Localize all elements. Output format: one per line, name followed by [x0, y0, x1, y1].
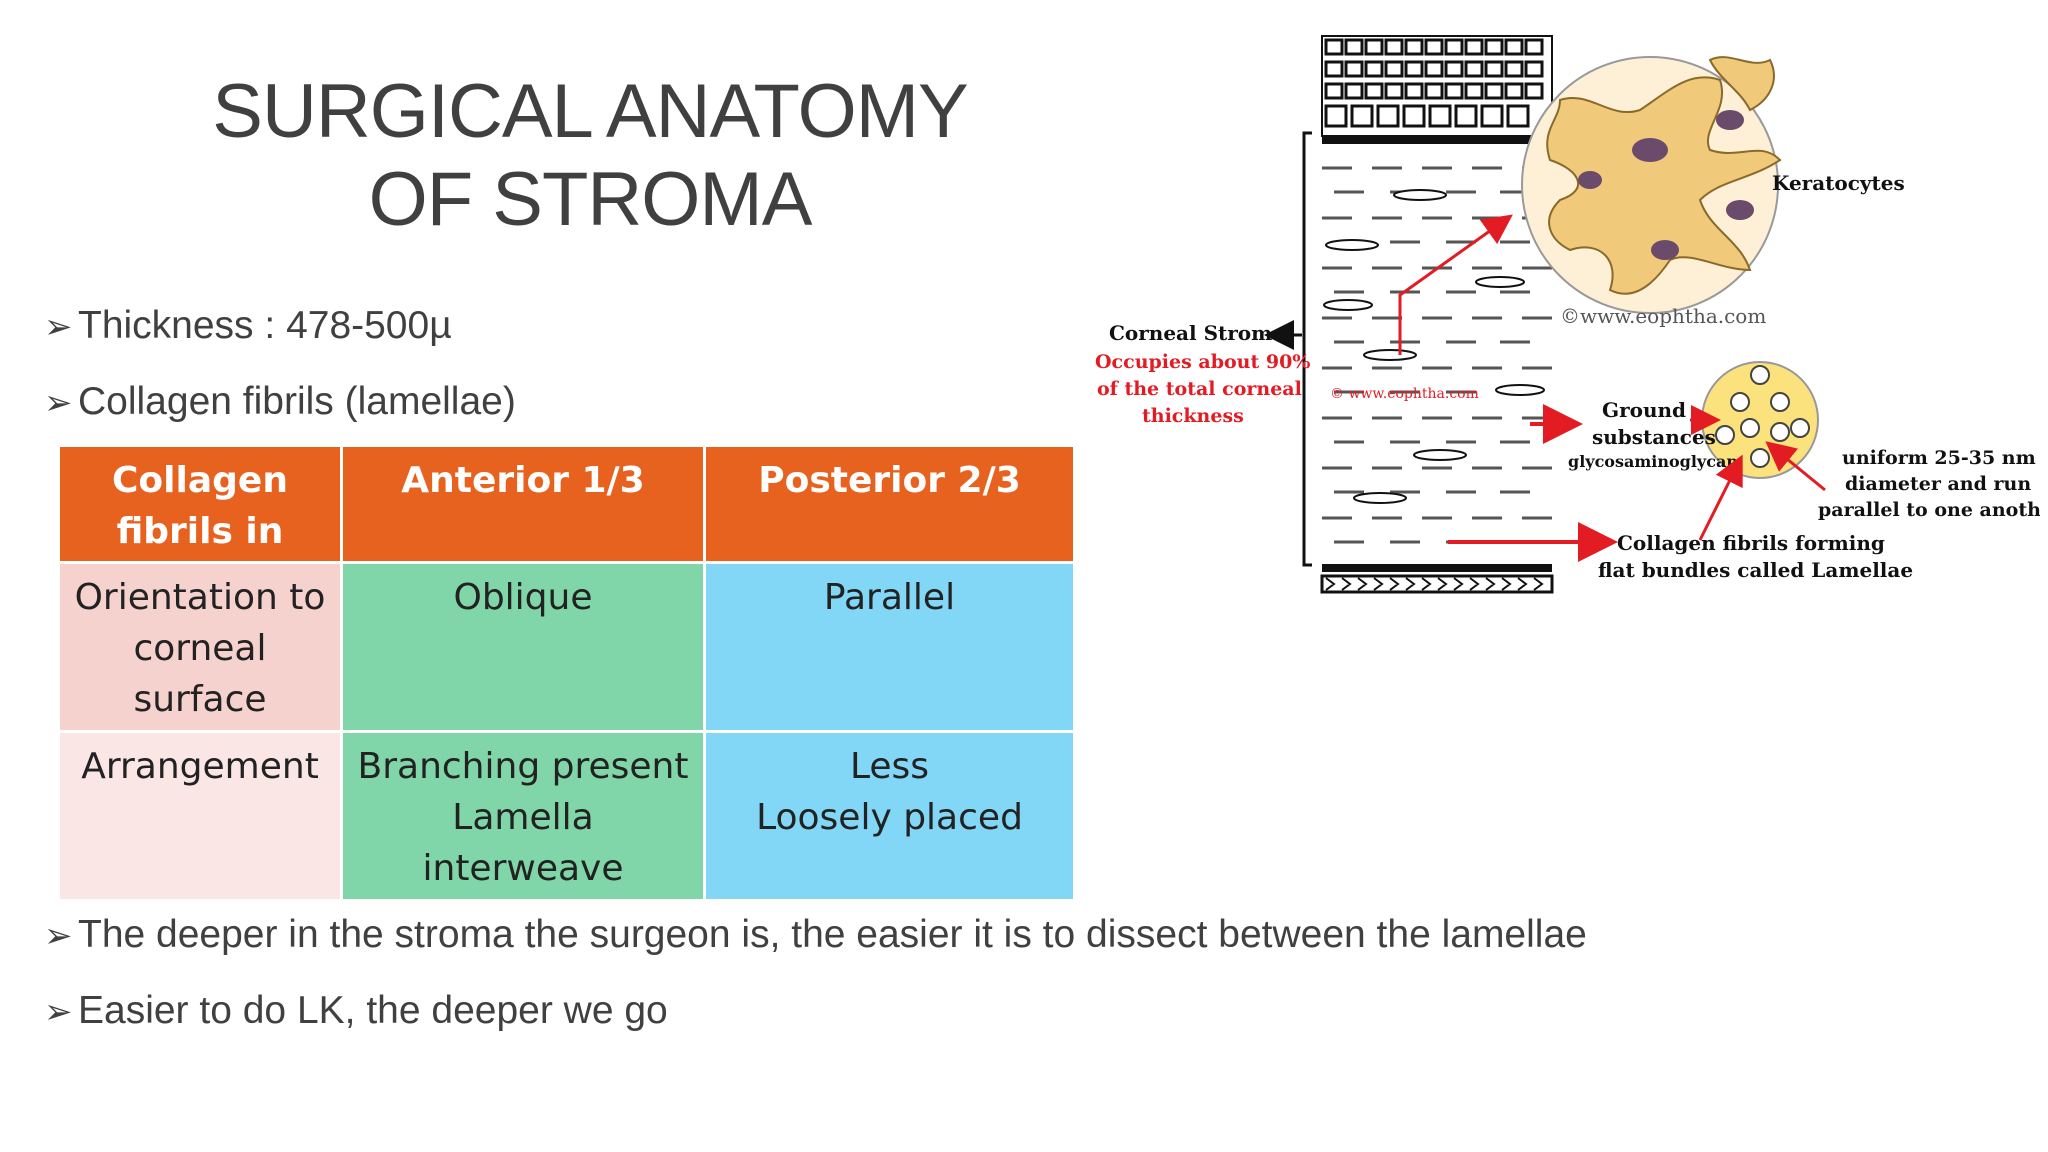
watermark-label: ©www.eophtha.com — [1560, 304, 1766, 328]
table-row: Orientation to corneal surface Oblique P… — [57, 561, 1076, 733]
bullet-thickness: ➢Thickness : 478-500µ — [44, 302, 452, 351]
bullet-text: Collagen fibrils (lamellae) — [78, 380, 516, 423]
stroma-lamellae-lines — [1322, 166, 1552, 544]
cell-anterior-orientation: Oblique — [340, 561, 706, 733]
red-arrow-collagen-up — [1698, 454, 1743, 541]
cell-posterior-arrangement: Less Loosely placed — [703, 730, 1076, 902]
uniform-line-1: uniform 25-35 nm — [1842, 447, 2036, 469]
bullet-text: Easier to do LK, the deeper we go — [78, 989, 668, 1032]
red-arrow-keratocytes — [1398, 214, 1513, 355]
bullet-collagen-fibrils: ➢Collagen fibrils (lamellae) — [44, 378, 516, 427]
header-posterior: Posterior 2/3 — [703, 444, 1076, 564]
cell-line: Lamella — [452, 797, 594, 838]
keratocytes-label: Keratocytes — [1772, 171, 1905, 195]
uniform-line-3: parallel to one another — [1818, 499, 2040, 521]
cell-anterior-arrangement: Branching present Lamella interweave — [340, 730, 706, 902]
arrowhead-bullet-icon: ➢ — [44, 917, 73, 955]
ground-label-1: Ground — [1602, 398, 1686, 422]
collagen-line-1: Collagen fibrils forming — [1617, 531, 1885, 555]
collagen-comparison-table: Collagen fibrils in Anterior 1/3 Posteri… — [57, 444, 1076, 902]
stroma-bracket — [1302, 131, 1312, 567]
row-label-arrangement: Arrangement — [57, 730, 343, 902]
table-row: Arrangement Branching present Lamella in… — [57, 730, 1076, 902]
uniform-line-2: diameter and run — [1845, 473, 2031, 495]
bullet-lk: ➢Easier to do LK, the deeper we go — [44, 987, 668, 1036]
endothelium-layer — [1320, 564, 1554, 594]
cell-line: Branching present — [357, 746, 689, 787]
title-line-2: OF STROMA — [368, 157, 813, 242]
slide-title: SURGICAL ANATOMY OF STROMA — [190, 68, 990, 244]
keratocytes-magnified-circle — [1521, 56, 1782, 314]
header-collagen-fibrils-in: Collagen fibrils in — [57, 444, 343, 564]
cell-line: interweave — [422, 848, 624, 889]
title-line-1: SURGICAL ANATOMY — [212, 69, 968, 154]
arrowhead-bullet-icon: ➢ — [44, 993, 73, 1031]
collagen-line-2: flat bundles called Lamellae — [1598, 558, 1913, 582]
corneal-stroma-diagram: Keratocytes ©www.eophtha.com Corneal Str… — [1095, 35, 2040, 594]
row-label-orientation: Orientation to corneal surface — [57, 561, 343, 733]
arrowhead-bullet-icon: ➢ — [44, 384, 73, 422]
epithelium-cells — [1321, 35, 1553, 144]
table-header-row: Collagen fibrils in Anterior 1/3 Posteri… — [57, 444, 1076, 564]
red-arrow-uniform — [1765, 441, 1826, 492]
ground-label-2: substances — [1592, 425, 1716, 449]
occupies-line-2: of the total corneal — [1097, 378, 1302, 400]
keratocyte-nuclei — [1323, 189, 1545, 504]
corneal-stroma-label: Corneal Stroma — [1109, 321, 1285, 345]
bullet-text: The deeper in the stroma the surgeon is,… — [78, 913, 1587, 956]
bullet-deeper-stroma: ➢The deeper in the stroma the surgeon is… — [44, 911, 1587, 960]
occupies-line-1: Occupies about 90% — [1095, 351, 1310, 373]
glycos-label: glycosaminoglycan — [1568, 452, 1738, 471]
occupies-line-3: thickness — [1142, 405, 1244, 427]
cell-line: Loosely placed — [756, 797, 1023, 838]
bullet-text: Thickness : 478-500µ — [78, 304, 452, 347]
watermark-small: © www.eophtha.com — [1330, 386, 1479, 402]
cell-line: Less — [849, 746, 930, 787]
header-anterior: Anterior 1/3 — [340, 444, 706, 564]
arrowhead-bullet-icon: ➢ — [44, 308, 73, 346]
cell-posterior-orientation: Parallel — [703, 561, 1076, 733]
